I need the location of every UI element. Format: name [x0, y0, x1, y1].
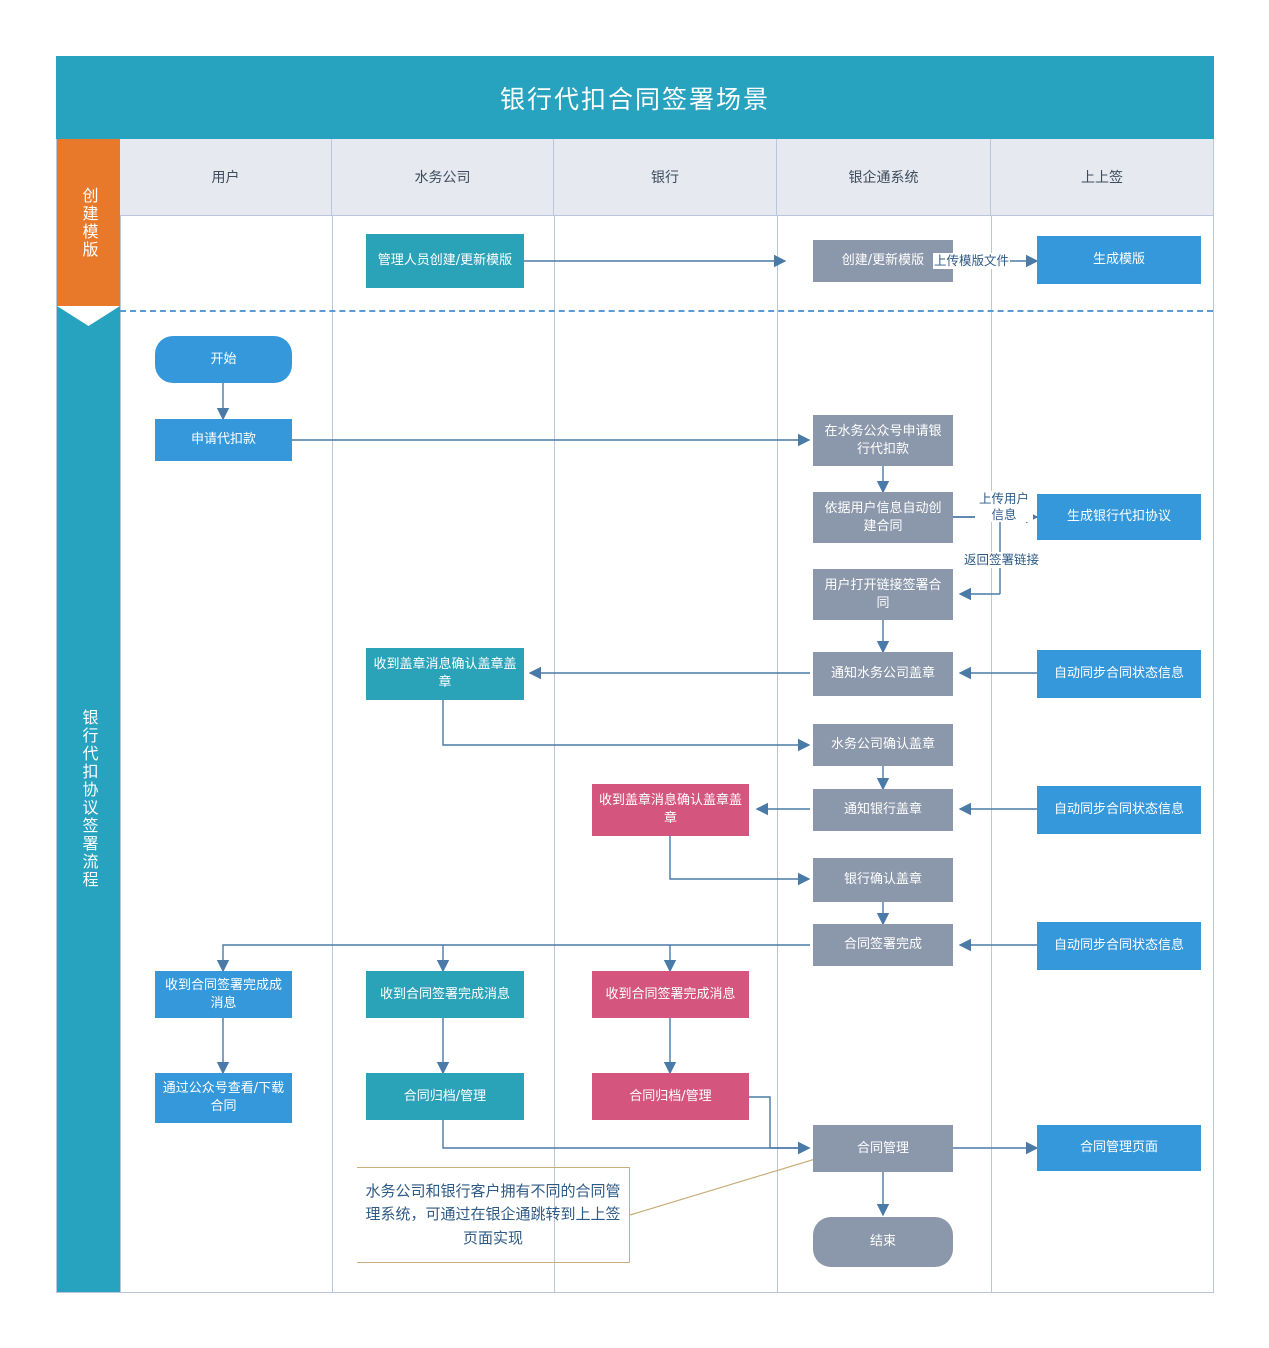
node-start[interactable]: 开始: [155, 336, 292, 383]
node-sync-status-2[interactable]: 自动同步合同状态信息: [1037, 786, 1201, 834]
phase-create-template: 创建模版: [57, 139, 120, 306]
node-create-update-template[interactable]: 创建/更新模版: [813, 240, 953, 282]
edge-label-upload-template-file: 上传模版文件: [933, 253, 1011, 269]
node-apply-on-wechat[interactable]: 在水务公众号申请银行代扣款: [813, 415, 953, 466]
lane-header-water: 水务公司: [332, 139, 554, 216]
node-water-recv-done[interactable]: 收到合同签署完成消息: [366, 971, 524, 1018]
lane-header-bank: 银行: [554, 139, 777, 216]
node-bank-recv-seal-msg[interactable]: 收到盖章消息确认盖章盖章: [592, 784, 749, 836]
edge-label-upload-user-info: 上传用户信息: [975, 491, 1033, 523]
lane-separator-1: [332, 216, 333, 1292]
node-water-confirm-seal[interactable]: 水务公司确认盖章: [813, 724, 953, 766]
phase-sign-process: 银行代扣协议签署流程: [57, 306, 120, 1292]
node-bank-archive[interactable]: 合同归档/管理: [592, 1073, 749, 1120]
lane-header-user: 用户: [120, 139, 332, 216]
lane-separator-2: [554, 216, 555, 1292]
diagram-title: 银行代扣合同签署场景: [56, 56, 1214, 139]
node-bank-confirm-seal[interactable]: 银行确认盖章: [813, 858, 953, 902]
node-notify-bank-seal[interactable]: 通知银行盖章: [813, 789, 953, 831]
phase-divider: [120, 310, 1213, 312]
node-water-archive[interactable]: 合同归档/管理: [366, 1073, 524, 1120]
node-sync-status-1[interactable]: 自动同步合同状态信息: [1037, 650, 1201, 698]
node-contract-manage-page[interactable]: 合同管理页面: [1037, 1125, 1201, 1171]
lane-separator-3: [777, 216, 778, 1292]
node-sync-status-3[interactable]: 自动同步合同状态信息: [1037, 922, 1201, 970]
node-generate-agreement[interactable]: 生成银行代扣协议: [1037, 494, 1201, 540]
node-end[interactable]: 结束: [813, 1217, 953, 1267]
edge-label-return-sign-link: 返回签署链接: [963, 552, 1041, 568]
node-contract-manage[interactable]: 合同管理: [813, 1125, 953, 1172]
lane-header-sss: 上上签: [991, 139, 1213, 216]
node-apply-deduction[interactable]: 申请代扣款: [155, 419, 292, 461]
node-contract-signed[interactable]: 合同签署完成: [813, 924, 953, 966]
node-water-recv-seal-msg[interactable]: 收到盖章消息确认盖章盖章: [366, 648, 524, 700]
lane-header-yqt: 银企通系统: [777, 139, 991, 216]
node-user-recv-done[interactable]: 收到合同签署完成成消息: [155, 971, 292, 1018]
phase-sign-process-label: 银行代扣协议签署流程: [79, 709, 99, 889]
node-notify-water-seal[interactable]: 通知水务公司盖章: [813, 652, 953, 696]
node-admin-create-template[interactable]: 管理人员创建/更新模版: [366, 234, 524, 288]
node-auto-create-contract[interactable]: 依据用户信息自动创建合同: [813, 492, 953, 543]
node-user-open-link-sign[interactable]: 用户打开链接签署合同: [813, 569, 953, 620]
node-user-view-download[interactable]: 通过公众号查看/下载合同: [155, 1073, 292, 1123]
node-generate-template[interactable]: 生成模版: [1037, 236, 1201, 284]
node-bank-recv-done[interactable]: 收到合同签署完成消息: [592, 971, 749, 1018]
lane-separator-0: [120, 216, 121, 1292]
lane-separator-4: [991, 216, 992, 1292]
note-contract-systems: 水务公司和银行客户拥有不同的合同管理系统，可通过在银企通跳转到上上签页面实现: [357, 1167, 630, 1263]
phase-create-template-label: 创建模版: [79, 186, 99, 259]
